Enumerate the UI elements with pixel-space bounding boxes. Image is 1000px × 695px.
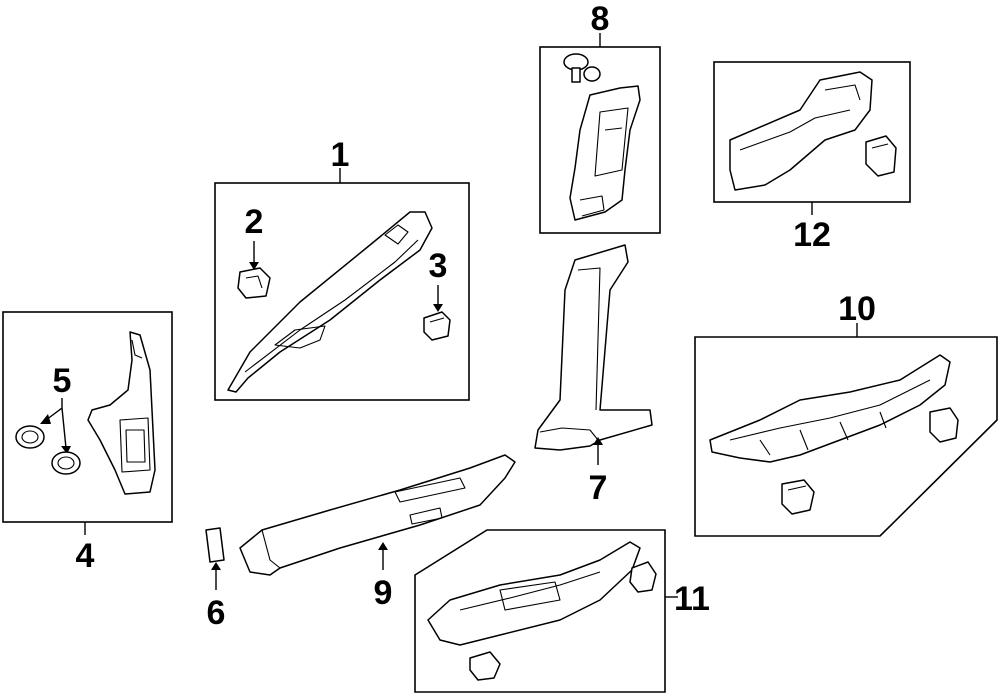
b-pillar-lower-trim <box>534 244 653 451</box>
group-8-b-pillar-upper: 8 <box>539 0 661 234</box>
callout-5: 5 <box>53 362 72 400</box>
callout-9: 9 <box>374 574 393 612</box>
group-7-b-pillar-lower: 7 <box>534 244 653 507</box>
box-1 <box>214 182 470 401</box>
clip-10b <box>781 479 815 515</box>
box-11 <box>414 529 666 693</box>
clip-5b <box>51 451 81 475</box>
group-6-clip: 6 <box>205 527 226 632</box>
callout-8: 8 <box>591 0 610 38</box>
sill-plate <box>239 454 516 576</box>
callout-4: 4 <box>76 537 95 575</box>
b-pillar-upper-trim <box>569 85 641 221</box>
box-10 <box>694 336 998 537</box>
clip-11a <box>629 561 657 593</box>
trim-bracket-10 <box>709 354 951 463</box>
clip-11b <box>469 651 501 681</box>
callout-10: 10 <box>838 290 876 328</box>
clip-8 <box>563 53 601 83</box>
clip-5a <box>15 425 45 449</box>
callout-1: 1 <box>331 136 350 174</box>
callout-7: 7 <box>589 469 608 507</box>
clip-6 <box>205 527 225 563</box>
callout-6: 6 <box>207 594 226 632</box>
clip-3 <box>423 311 451 341</box>
clip-2 <box>237 267 271 299</box>
callout-11: 11 <box>674 580 710 618</box>
leader-5b <box>61 407 67 449</box>
kick-panel-trim <box>87 331 156 495</box>
group-10-rear-trim-bracket: 10 <box>694 290 998 537</box>
group-11-rear-lower-trim: 11 <box>414 529 710 693</box>
trim-bracket-12 <box>729 71 873 191</box>
a-pillar-garnish <box>227 211 433 393</box>
group-4-kick-panel: 4 5 <box>2 311 173 575</box>
group-12-trim-bracket: 12 <box>713 61 911 254</box>
clip-10a <box>929 407 959 443</box>
group-9-sill-plate: 9 <box>239 454 516 612</box>
callout-12: 12 <box>793 216 831 254</box>
rear-lower-trim-11 <box>427 541 641 646</box>
callout-3: 3 <box>429 247 448 285</box>
group-1-a-pillar-trim: 1 2 3 <box>214 136 470 401</box>
box-4 <box>2 311 173 523</box>
clip-12 <box>865 135 897 177</box>
callout-2: 2 <box>245 203 264 241</box>
